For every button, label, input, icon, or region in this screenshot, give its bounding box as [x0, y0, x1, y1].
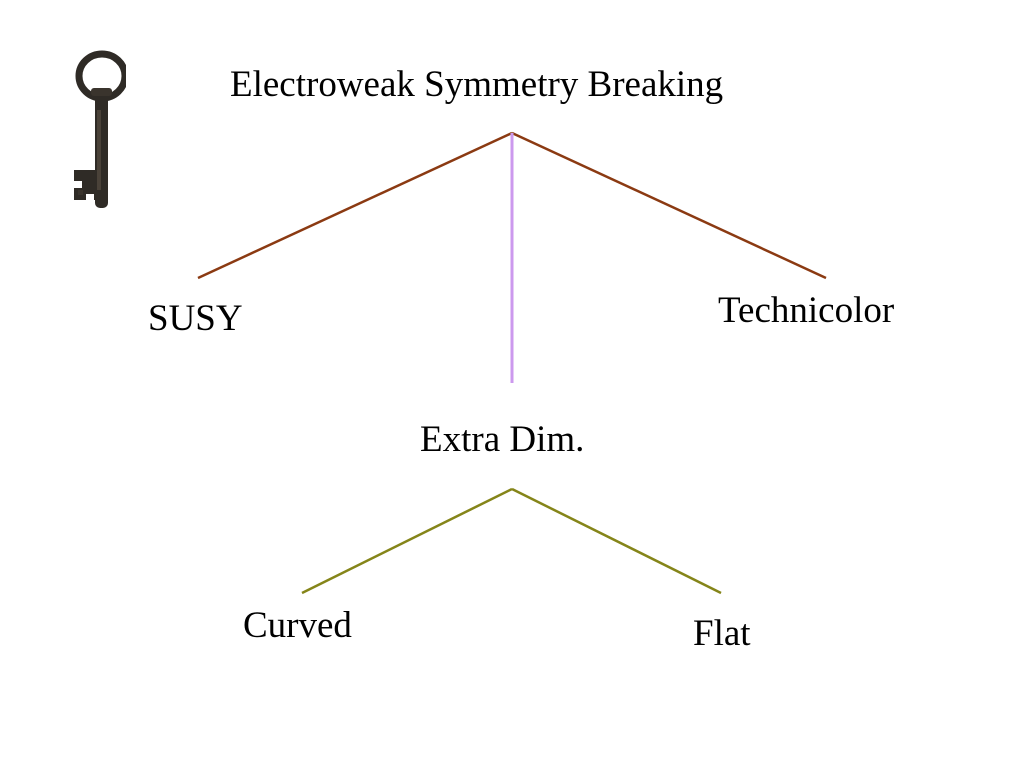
- sub-branch-label-curved: Curved: [243, 605, 352, 646]
- branch-label-susy: SUSY: [148, 298, 243, 339]
- branch-line-curved: [301, 487, 513, 595]
- branch-line-flat: [511, 487, 722, 595]
- branch-label-extra-dim: Extra Dim.: [420, 419, 585, 460]
- branch-line-susy: [197, 131, 513, 280]
- branch-line-technicolor: [511, 131, 827, 280]
- sub-branch-label-flat: Flat: [693, 613, 751, 654]
- root-node-label: Electroweak Symmetry Breaking: [230, 64, 724, 105]
- branch-label-technicolor: Technicolor: [718, 290, 895, 331]
- antique-key-icon: [74, 50, 126, 208]
